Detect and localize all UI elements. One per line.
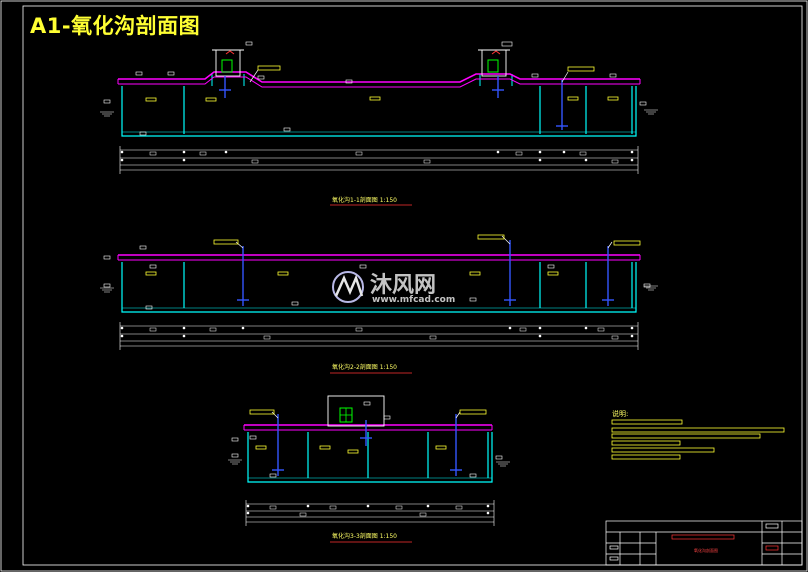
- section-3-3-caption: 氧化沟3-3剖面图 1:150: [332, 532, 397, 540]
- sheet-inner-border: [22, 5, 803, 566]
- notes-block: [611, 419, 785, 460]
- page-title: A1-氧化沟剖面图: [30, 14, 201, 38]
- section-1-1-caption: 氧化沟1-1剖面图 1:150: [332, 196, 397, 204]
- watermark-name: 沐风网: [370, 273, 436, 298]
- watermark-url: www.mfcad.com: [372, 295, 455, 305]
- section-1-1: [100, 41, 658, 206]
- section-3-3: [228, 395, 510, 543]
- watermark-logo-icon: [332, 271, 364, 303]
- notes-heading: 说明:: [612, 409, 628, 418]
- watermark: 沐风网 www.mfcad.com: [332, 271, 455, 305]
- title-block: [605, 520, 803, 566]
- section-2-2: [100, 234, 658, 374]
- drawing-name: 氧化沟剖面图: [694, 547, 718, 553]
- section-2-2-caption: 氧化沟2-2剖面图 1:150: [332, 363, 397, 371]
